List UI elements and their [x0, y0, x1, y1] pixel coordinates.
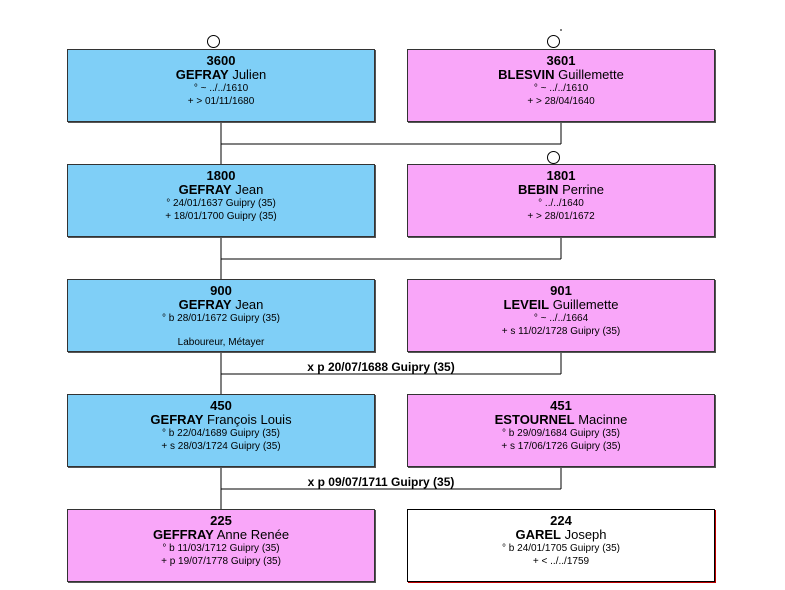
person-name: GEFRAY Julien — [175, 67, 267, 82]
person-box-224[interactable]: 224 GAREL Joseph ° b 24/01/1705 Guipry (… — [407, 509, 715, 582]
person-box-3600[interactable]: 3600 GEFRAY Julien ° ~ ../../1610 + > 01… — [67, 49, 375, 122]
death-line: + p 19/07/1778 Guipry (35) — [161, 556, 281, 567]
birth-line: ° b 22/04/1689 Guipry (35) — [162, 428, 280, 439]
death-line: + > 28/04/1640 — [527, 96, 595, 107]
sosa-number: 901 — [550, 283, 572, 298]
occupation: Laboureur, Métayer — [177, 337, 265, 348]
person-box-225[interactable]: 225 GEFFRAY Anne Renée ° b 11/03/1712 Gu… — [67, 509, 375, 582]
birth-line: ° ~ ../../1610 — [193, 83, 249, 94]
birth-line: ° b 24/01/1705 Guipry (35) — [502, 543, 620, 554]
person-box-1801[interactable]: 1801 BEBIN Perrine ° ../../1640 + > 28/0… — [407, 164, 715, 237]
birth-line: ° b 11/03/1712 Guipry (35) — [162, 543, 280, 554]
marriage-label: x p 20/07/1688 Guipry (35) — [307, 360, 455, 374]
person-name: ESTOURNEL Macinne — [494, 412, 628, 427]
sosa-number: 900 — [210, 283, 232, 298]
birth-line: ° ~ ../../1610 — [533, 83, 589, 94]
person-name: GEFRAY Jean — [178, 297, 264, 312]
birth-line: ° b 29/09/1684 Guipry (35) — [502, 428, 620, 439]
death-line: + 18/01/1700 Guipry (35) — [165, 211, 277, 222]
birth-line: ° ../../1640 — [538, 198, 584, 209]
person-box-1800[interactable]: 1800 GEFRAY Jean ° 24/01/1637 Guipry (35… — [67, 164, 375, 237]
sosa-number: 224 — [550, 513, 572, 528]
person-box-900[interactable]: 900 GEFRAY Jean ° b 28/01/1672 Guipry (3… — [67, 279, 375, 352]
birth-line: ° ~ ../../1664 — [533, 313, 589, 324]
death-line: + > 28/01/1672 — [527, 211, 595, 222]
person-name: LEVEIL Guillemette — [503, 297, 619, 312]
person-name: GAREL Joseph — [515, 527, 607, 542]
unknown-parents-circle-icon — [207, 35, 220, 48]
person-box-451[interactable]: 451 ESTOURNEL Macinne ° b 29/09/1684 Gui… — [407, 394, 715, 467]
person-name: GEFRAY Jean — [178, 182, 264, 197]
death-line: + s 28/03/1724 Guipry (35) — [161, 441, 281, 452]
unknown-parents-circle-icon — [547, 35, 560, 48]
sosa-number: 450 — [210, 398, 232, 413]
sosa-number: 3601 — [546, 53, 576, 68]
person-box-3601[interactable]: 3601 BLESVIN Guillemette ° ~ ../../1610 … — [407, 49, 715, 122]
marriage-label: x p 09/07/1711 Guipry (35) — [307, 475, 455, 489]
death-line: + > 01/11/1680 — [187, 96, 255, 107]
birth-line: ° 24/01/1637 Guipry (35) — [166, 198, 276, 209]
death-line: + s 17/06/1726 Guipry (35) — [501, 441, 621, 452]
sosa-number: 1800 — [206, 168, 236, 183]
person-box-901[interactable]: 901 LEVEIL Guillemette ° ~ ../../1664 + … — [407, 279, 715, 352]
death-line: + < ../../1759 — [532, 556, 590, 567]
person-name: BLESVIN Guillemette — [498, 67, 624, 82]
sosa-number: 451 — [550, 398, 572, 413]
person-name: GEFFRAY Anne Renée — [152, 527, 290, 542]
person-name: BEBIN Perrine — [518, 182, 604, 197]
sosa-number: 225 — [210, 513, 232, 528]
unknown-parents-circle-icon — [547, 151, 560, 164]
sosa-number: 3600 — [206, 53, 236, 68]
sosa-number: 1801 — [546, 168, 576, 183]
person-box-450[interactable]: 450 GEFRAY François Louis ° b 22/04/1689… — [67, 394, 375, 467]
death-line: + s 11/02/1728 Guipry (35) — [501, 326, 621, 337]
birth-line: ° b 28/01/1672 Guipry (35) — [162, 313, 280, 324]
person-name: GEFRAY François Louis — [150, 412, 292, 427]
